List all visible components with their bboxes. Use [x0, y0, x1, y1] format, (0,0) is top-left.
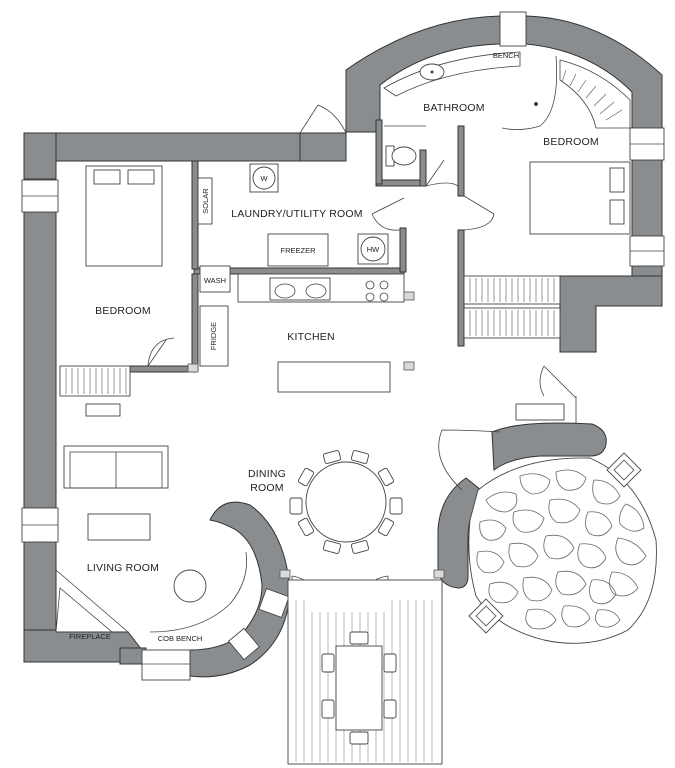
label-bedroom-ne: BEDROOM: [543, 136, 599, 148]
label-washer: W: [260, 174, 268, 183]
label-fireplace: FIREPLACE: [69, 632, 111, 641]
bedroom-furniture: [85, 161, 631, 267]
stone-planter-1: [606, 452, 642, 488]
label-solar: SOLAR: [201, 188, 210, 214]
label-wash: WASH: [204, 276, 226, 285]
wall-stone-north: [491, 422, 607, 471]
fireplace-hearth: [55, 569, 129, 633]
stone-area: [468, 452, 657, 644]
dining-chairs: [289, 450, 403, 554]
partition-bedroom-south: [129, 365, 197, 373]
door-laundry: [371, 197, 405, 231]
patio-chairs: [321, 631, 397, 745]
patio-table: [335, 645, 383, 731]
label-fridge: FRIDGE: [209, 322, 218, 350]
label-living: LIVING ROOM: [87, 562, 159, 574]
living-dining: [55, 403, 403, 633]
door-stone-room: [539, 365, 577, 399]
partition-wardrobe: [457, 229, 465, 347]
tile-sample-1: [403, 291, 415, 301]
label-dining-1: DINING: [248, 468, 286, 480]
shower-screen: [501, 55, 557, 130]
stone-planter-2: [468, 598, 504, 634]
wash-tub: [199, 265, 231, 293]
label-freezer: FREEZER: [280, 246, 316, 255]
partition-bath-bed: [457, 125, 465, 197]
windows: [21, 11, 665, 681]
wall-laundry-gap: [299, 132, 347, 162]
label-laundry: LAUNDRY/UTILITY ROOM: [231, 208, 362, 220]
window-living-curve-2: [227, 627, 261, 661]
wall-living-curve: [189, 501, 291, 678]
kitchen-sink: [269, 277, 331, 301]
partition-bath-west: [375, 119, 383, 185]
partition-bath-nib: [419, 149, 427, 187]
wall-north-west: [23, 132, 301, 162]
pillow-ne-2: [609, 199, 625, 225]
laundry-kitchen: [187, 163, 565, 421]
toilet-bowl: [391, 146, 417, 166]
cob-bench-curve: [149, 551, 248, 633]
label-dining-2: ROOM: [250, 482, 283, 494]
label-bathroom: BATHROOM: [423, 102, 485, 114]
wall-west-upper: [23, 132, 57, 180]
shower-drain: [534, 102, 538, 106]
kitchen-island: [277, 361, 391, 393]
wall-ne-arc-east: [525, 15, 663, 129]
window-living-curve-1: [258, 587, 290, 619]
pillow-ne-1: [609, 167, 625, 193]
tile-sample-3: [187, 363, 199, 373]
label-hot-water: HW: [367, 245, 380, 254]
pillow-west-1: [93, 169, 121, 185]
solar-unit: [197, 177, 213, 225]
patio-deck: [279, 569, 445, 765]
window-south-living: [141, 649, 191, 681]
label-kitchen: KITCHEN: [287, 331, 335, 343]
labels: BENCH BATHROOM BEDROOM LAUNDRY/UTILITY R…: [69, 51, 599, 643]
side-table-stone: [515, 403, 565, 421]
tile-sample-2: [403, 361, 415, 371]
door-bathroom: [425, 159, 459, 187]
bedroom-desk: [85, 403, 121, 417]
partition-laundry-east: [399, 227, 407, 273]
label-cob-bench: COB BENCH: [158, 634, 203, 643]
coffee-table: [87, 513, 151, 541]
bathroom-fixtures: [383, 51, 557, 167]
door-pantry-curve: [438, 429, 501, 491]
wall-west-mid: [23, 211, 57, 509]
wall-ne-east-mid: [631, 159, 663, 237]
pillow-west-2: [127, 169, 155, 185]
partition-bath-south: [375, 179, 423, 187]
wardrobe-west-bedroom: [59, 365, 131, 397]
wardrobe-ne-curve: [559, 59, 631, 129]
door-bedroom-w: [147, 337, 175, 367]
wall-ne-arc: [345, 15, 501, 158]
wall-ne-step: [559, 275, 663, 353]
freezer-unit: [267, 233, 329, 267]
label-bench-top: BENCH: [493, 51, 519, 60]
partition-laundry-west: [191, 160, 199, 270]
door-laundry-exterior: [299, 104, 347, 134]
dining-table: [305, 461, 387, 543]
cooktop: [365, 280, 389, 302]
patio-post-left: [279, 569, 291, 579]
partition-bedroom-kitchen: [191, 273, 199, 371]
label-bedroom-w: BEDROOM: [95, 305, 151, 317]
fridge-unit: [199, 305, 229, 367]
patio-post-right: [433, 569, 445, 579]
door-bedroom-ne: [463, 195, 495, 231]
side-table-round: [173, 569, 207, 603]
window-north-bench: [499, 11, 527, 47]
wardrobes: [59, 59, 631, 397]
